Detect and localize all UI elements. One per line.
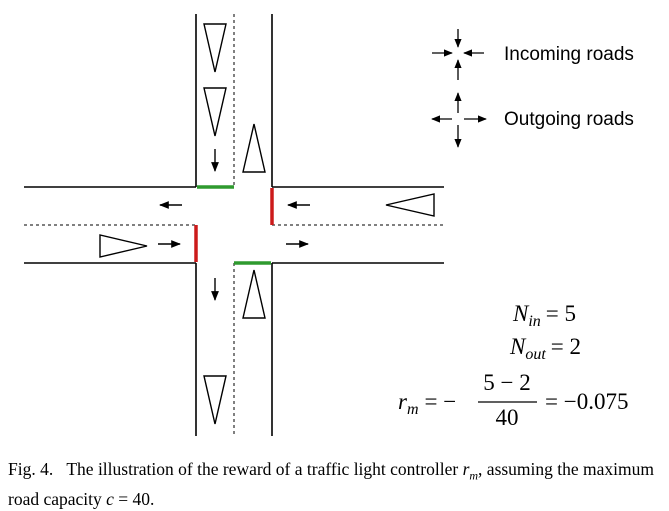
outgoing-roads-label: Outgoing roads <box>504 109 634 130</box>
n-in-symbol: N <box>512 301 530 326</box>
lane-arrows <box>158 149 310 301</box>
reward-result: = −0.075 <box>545 389 628 414</box>
car-icon <box>203 23 227 73</box>
n-in-equation: Nin = 5 <box>512 301 576 330</box>
n-out-equation: Nout = 2 <box>509 334 581 363</box>
figure-label: Fig. 4. <box>8 459 54 479</box>
n-in-value: = 5 <box>546 301 576 326</box>
caption-text-2: , assuming the maximum road capacity <box>8 459 655 509</box>
incoming-roads-label: Incoming roads <box>504 44 634 65</box>
r-symbol: r <box>398 389 408 414</box>
n-in-subscript: in <box>528 313 540 330</box>
car-icon <box>99 234 148 258</box>
r-subscript: m <box>407 401 419 418</box>
reward-equations: Nin = 5 Nout = 2 rm = − 5 − 2 40 = −0.075 <box>398 301 628 430</box>
road-boundaries <box>24 14 444 436</box>
car-icon <box>203 375 227 425</box>
outgoing-roads-legend-icon <box>431 92 487 148</box>
lane-center-lines <box>24 14 444 436</box>
n-out-subscript: out <box>525 346 546 363</box>
caption-c-value: = 40. <box>113 488 155 509</box>
equals-minus: = − <box>425 389 457 414</box>
caption-c-symbol: c <box>106 488 114 509</box>
car-icon <box>385 193 435 217</box>
car-icon <box>242 269 266 319</box>
n-out-symbol: N <box>509 334 527 359</box>
car-icon <box>242 123 266 173</box>
n-out-value: = 2 <box>551 334 581 359</box>
car-icon <box>203 87 227 137</box>
fraction-denominator: 40 <box>496 405 519 430</box>
vehicles <box>99 23 435 425</box>
reward-equation-lhs: rm = − <box>398 389 456 418</box>
caption-r-symbol: r <box>462 459 470 479</box>
caption-r-subscript: m <box>469 468 479 483</box>
fraction-numerator: 5 − 2 <box>483 370 530 395</box>
incoming-roads-legend-icon <box>432 29 484 80</box>
figure-caption: Fig. 4. The illustration of the reward o… <box>8 458 663 511</box>
caption-text-1: The illustration of the reward of a traf… <box>66 459 463 479</box>
traffic-lights <box>194 185 274 265</box>
